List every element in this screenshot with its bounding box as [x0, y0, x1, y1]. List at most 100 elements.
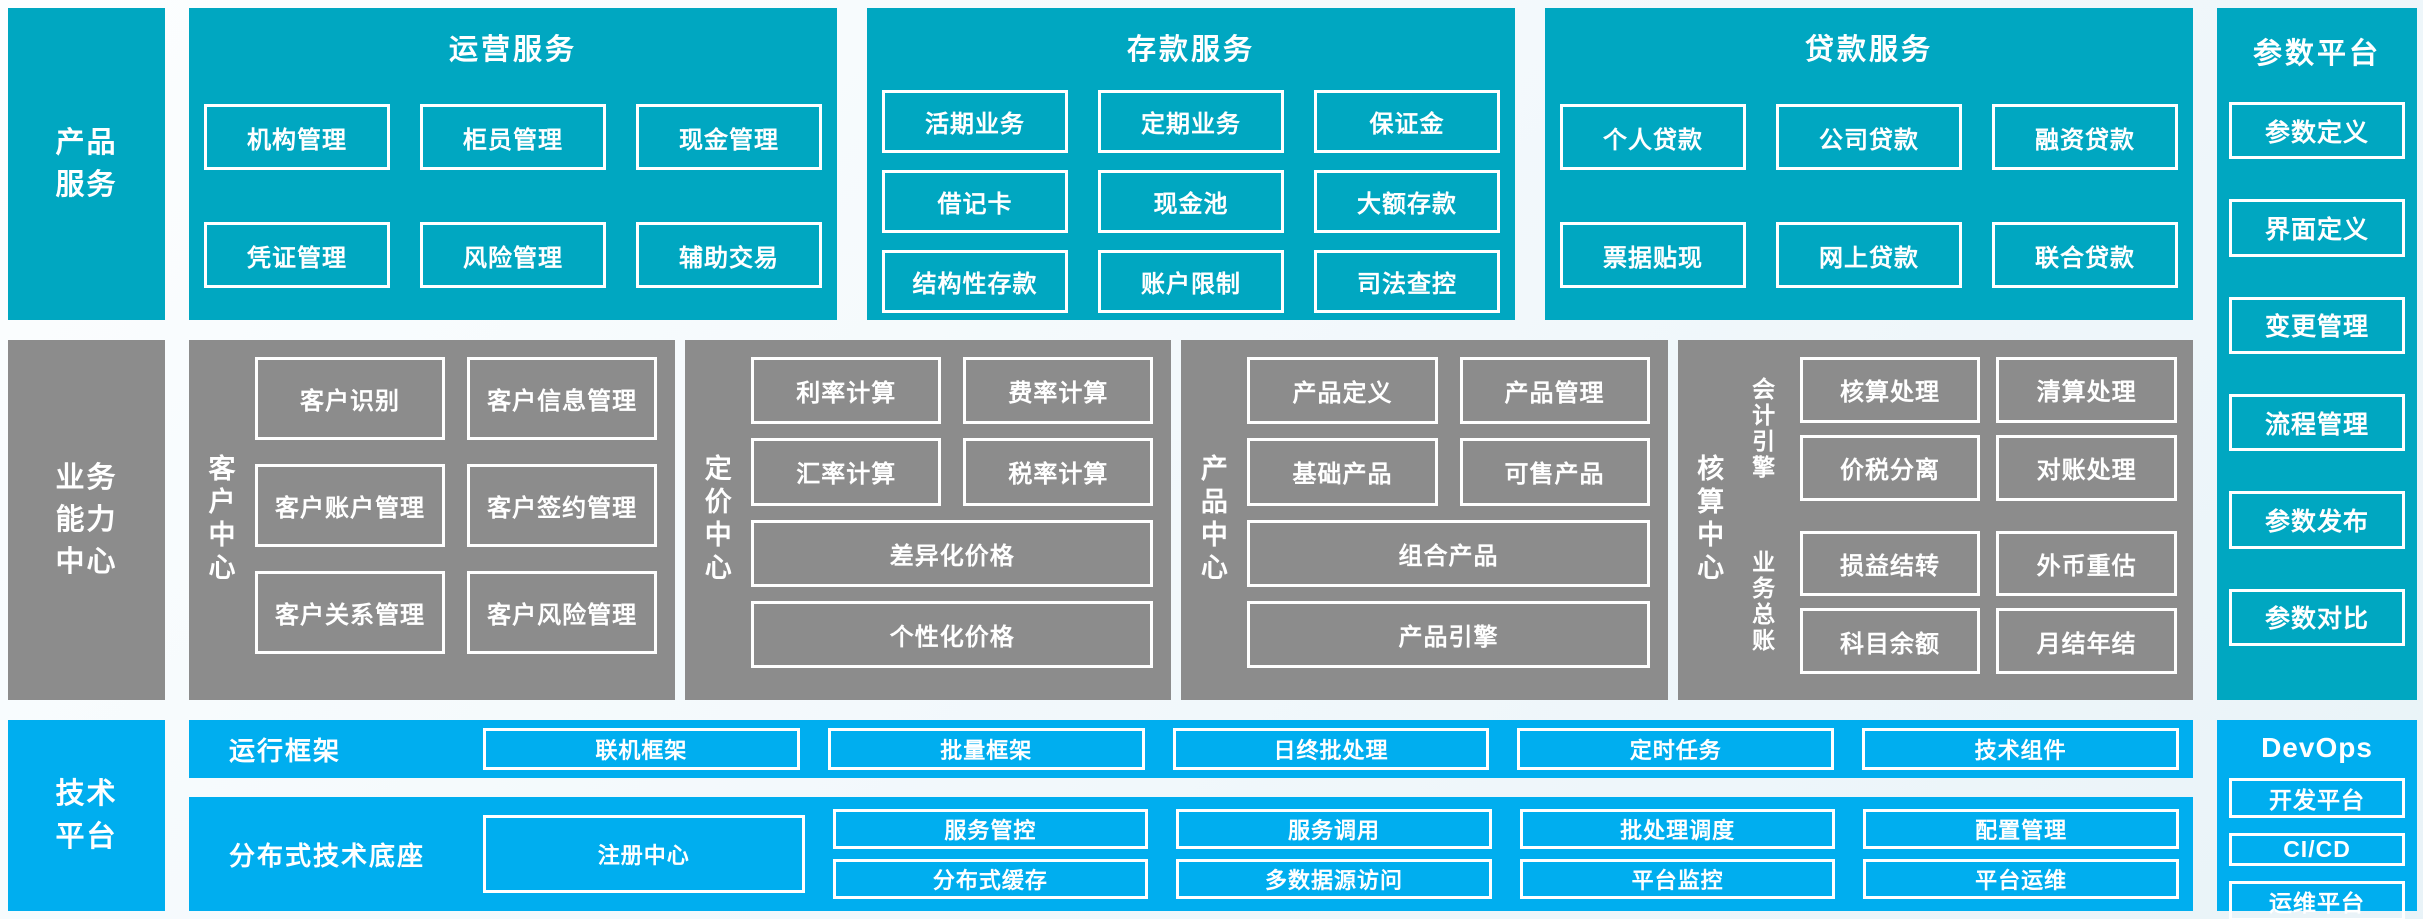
- capability-box: 辅助交易: [636, 222, 822, 288]
- distributed-pair-column: 服务管控 分布式缓存: [832, 809, 1149, 899]
- capability-box: CI/CD: [2229, 833, 2405, 866]
- panel-devops: DevOps 开发平台 CI/CD 运维平台: [2217, 720, 2417, 921]
- rail-tech-line: 平台: [55, 820, 118, 853]
- center-label: 定价中心: [700, 454, 731, 586]
- capability-box: 差异化价格: [751, 519, 1154, 587]
- capability-box: 组合产品: [1247, 519, 1650, 587]
- accounting-groups: 会计引擎 核算处理 清算处理 价税分离 对账处理 业务总账 损益结转 外币重估 …: [1740, 357, 2177, 674]
- capability-box: 活期业务: [882, 90, 1068, 153]
- capability-box: 联机框架: [483, 728, 800, 770]
- rail-product-services-line: 产品: [55, 126, 118, 159]
- capability-box: 票据贴现: [1560, 222, 1746, 288]
- capability-box: 产品管理: [1459, 357, 1650, 425]
- capability-box: 产品引擎: [1247, 600, 1650, 668]
- capability-box: 税率计算: [963, 438, 1154, 506]
- loan-boxes: 个人贷款 公司贷款 融资贷款 票据贴现 网上贷款 联合贷款: [1545, 104, 2193, 288]
- capability-box: 外币重估: [1996, 530, 2177, 597]
- bar-label: 分布式技术底座: [229, 840, 426, 871]
- group-label: 业务总账: [1748, 550, 1775, 655]
- capability-box: 月结年结: [1996, 608, 2177, 674]
- capability-box: 客户关系管理: [255, 571, 446, 654]
- rail-tech-platform: 技术 平台: [8, 720, 165, 911]
- capability-box: 服务调用: [1176, 809, 1492, 849]
- panel-title: DevOps: [2261, 732, 2373, 763]
- business-centers-row: 客户中心 客户识别 客户信息管理 客户账户管理 客户签约管理 客户关系管理 客户…: [189, 340, 2193, 700]
- capability-box: 融资贷款: [1992, 104, 2178, 170]
- operations-boxes: 机构管理 柜员管理 现金管理 凭证管理 风险管理 辅助交易: [189, 104, 837, 288]
- capability-box: 损益结转: [1799, 530, 1981, 597]
- capability-box: 机构管理: [204, 104, 390, 170]
- customer-boxes: 客户识别 客户信息管理 客户账户管理 客户签约管理 客户关系管理 客户风险管理: [255, 357, 658, 654]
- capability-box: 流程管理: [2229, 393, 2405, 452]
- capability-box: 保证金: [1314, 90, 1500, 153]
- capability-box: 清算处理: [1996, 357, 2177, 423]
- capability-box: 定时任务: [1517, 728, 1835, 770]
- capability-box: 核算处理: [1799, 357, 1981, 423]
- rail-business-line: 能力: [55, 503, 118, 536]
- capability-box: 个人贷款: [1560, 104, 1746, 170]
- section-product-center: 产品中心 产品定义 产品管理 基础产品 可售产品 组合产品 产品引擎: [1181, 340, 1668, 700]
- product-services-row: 运营服务 机构管理 柜员管理 现金管理 凭证管理 风险管理 辅助交易 存款服务 …: [189, 8, 2193, 320]
- capability-box: 价税分离: [1799, 434, 1981, 501]
- accounting-engine-group: 会计引擎 核算处理 清算处理 价税分离 对账处理: [1740, 357, 2177, 501]
- section-title: 存款服务: [1126, 34, 1255, 66]
- capability-box: 汇率计算: [751, 438, 942, 506]
- capability-box: 客户信息管理: [467, 357, 658, 440]
- capability-box: 客户识别: [255, 357, 446, 440]
- capability-box: 对账处理: [1996, 434, 2177, 501]
- capability-box: 日终批处理: [1172, 728, 1490, 770]
- section-deposit-services: 存款服务 活期业务 定期业务 保证金 借记卡 现金池 大额存款 结构性存款 账户…: [867, 8, 1515, 320]
- capability-box: 大额存款: [1314, 170, 1500, 233]
- capability-box: 基础产品: [1247, 438, 1438, 506]
- capability-box: 网上贷款: [1776, 222, 1962, 288]
- capability-box: 平台运维: [1863, 859, 2179, 899]
- section-loan-services: 贷款服务 个人贷款 公司贷款 融资贷款 票据贴现 网上贷款 联合贷款: [1545, 8, 2193, 320]
- capability-box: 多数据源访问: [1176, 859, 1492, 899]
- capability-box: 现金管理: [636, 104, 822, 170]
- capability-box: 结构性存款: [882, 250, 1068, 313]
- business-ledger-group: 业务总账 损益结转 外币重估 科目余额 月结年结: [1740, 530, 2177, 674]
- capability-box: 批量框架: [827, 728, 1145, 770]
- capability-box: 公司贷款: [1776, 104, 1962, 170]
- capability-box: 费率计算: [963, 357, 1154, 425]
- capability-box: 参数对比: [2229, 588, 2405, 646]
- capability-box: 平台监控: [1519, 859, 1836, 899]
- bar-distributed-tech-base: 分布式技术底座 注册中心 服务管控 分布式缓存 服务调用 多数据源访问 批处理调…: [189, 797, 2193, 911]
- pricing-boxes: 利率计算 费率计算 汇率计算 税率计算 差异化价格 个性化价格: [751, 357, 1154, 668]
- capability-box: 参数发布: [2229, 491, 2405, 549]
- capability-box: 参数定义: [2229, 102, 2405, 160]
- capability-box: 客户风险管理: [467, 571, 658, 654]
- capability-box: 产品定义: [1247, 357, 1438, 425]
- distributed-pair-column: 配置管理 平台运维: [1863, 809, 2179, 899]
- capability-box: 开发平台: [2229, 778, 2405, 818]
- capability-box: 技术组件: [1862, 728, 2179, 770]
- capability-box: 司法查控: [1314, 250, 1500, 313]
- capability-box: 变更管理: [2229, 296, 2405, 354]
- center-label: 产品中心: [1196, 454, 1227, 586]
- rail-tech-line: 技术: [55, 778, 118, 811]
- capability-box: 配置管理: [1863, 809, 2179, 849]
- capability-box: 账户限制: [1098, 250, 1284, 313]
- section-pricing-center: 定价中心 利率计算 费率计算 汇率计算 税率计算 差异化价格 个性化价格: [685, 340, 1172, 700]
- capability-box: 个性化价格: [751, 600, 1154, 668]
- bar-runtime-framework: 运行框架 联机框架 批量框架 日终批处理 定时任务 技术组件: [189, 720, 2193, 778]
- rail-product-services: 产品 服务: [8, 8, 165, 320]
- section-accounting-center: 核算中心 会计引擎 核算处理 清算处理 价税分离 对账处理 业务总账 损益结转 …: [1677, 340, 2193, 700]
- capability-box: 联合贷款: [1992, 222, 2178, 288]
- rail-business-capability-center: 业务 能力 中心: [8, 340, 165, 700]
- product-boxes: 产品定义 产品管理 基础产品 可售产品 组合产品 产品引擎: [1247, 357, 1650, 668]
- capability-box: 柜员管理: [420, 104, 606, 170]
- capability-box: 服务管控: [832, 809, 1149, 849]
- deposit-boxes: 活期业务 定期业务 保证金 借记卡 现金池 大额存款 结构性存款 账户限制 司法…: [867, 90, 1515, 313]
- bar-label: 运行框架: [229, 735, 342, 766]
- capability-box: 运维平台: [2229, 881, 2405, 921]
- capability-box: 定期业务: [1098, 90, 1284, 153]
- distributed-pair-column: 服务调用 多数据源访问: [1176, 809, 1492, 899]
- rail-product-services-line: 服务: [55, 169, 118, 201]
- center-label: 客户中心: [204, 454, 235, 586]
- capability-box: 风险管理: [420, 222, 606, 288]
- capability-box: 现金池: [1098, 170, 1284, 233]
- capability-box: 客户签约管理: [467, 464, 658, 547]
- capability-box: 分布式缓存: [832, 859, 1149, 899]
- capability-box: 科目余额: [1799, 608, 1981, 674]
